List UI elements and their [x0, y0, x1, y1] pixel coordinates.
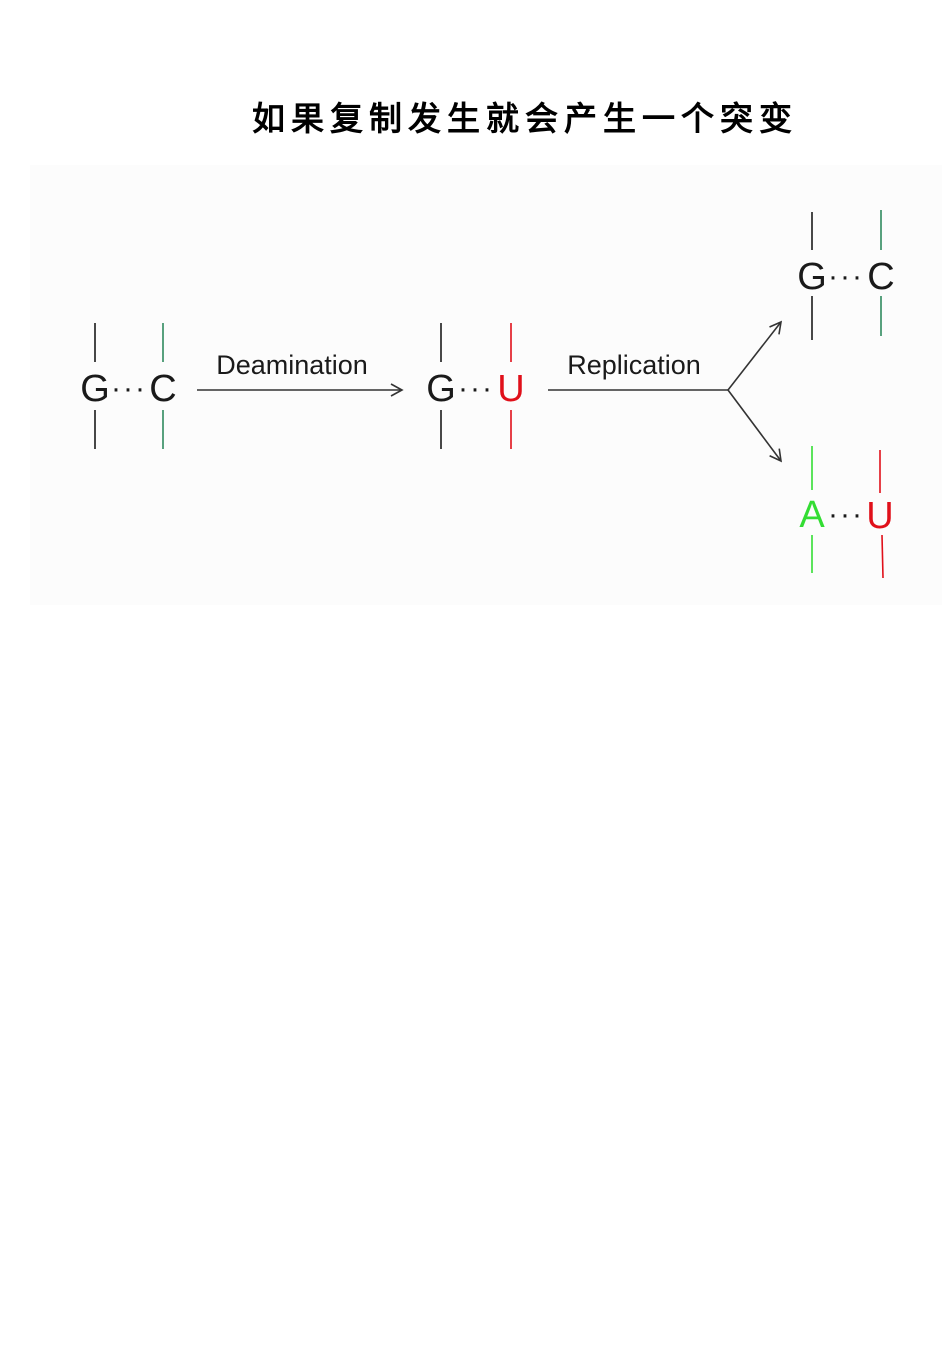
pair-original: G ··· C [80, 323, 177, 449]
base-uracil: U [497, 368, 524, 410]
base-uracil: U [866, 495, 893, 537]
deamination-step: Deamination [197, 350, 404, 397]
base-guanine: G [797, 256, 827, 298]
base-adenine: A [799, 494, 825, 536]
pair-product-bottom: A ··· U [799, 446, 894, 579]
figure-panel [30, 165, 942, 605]
replication-arrow-up [727, 320, 783, 391]
hydrogen-bond-dots: ··· [828, 498, 864, 531]
deamination-diagram: G ··· C Deamination G ··· U Replication … [80, 210, 895, 579]
pair-product-top: G ··· C [797, 210, 895, 340]
base-guanine: G [426, 368, 456, 410]
base-cytosine: C [149, 368, 176, 410]
hydrogen-bond-dots: ··· [828, 260, 864, 293]
hydrogen-bond-dots: ··· [458, 372, 494, 405]
page-title: 如果复制发生就会产生一个突变 [252, 99, 798, 138]
pair-deaminated: G ··· U [426, 323, 525, 449]
strand-u-bottom [881, 534, 884, 579]
deamination-label: Deamination [216, 350, 368, 380]
hydrogen-bond-dots: ··· [111, 372, 147, 405]
replication-step: Replication [548, 320, 783, 463]
replication-label: Replication [567, 350, 701, 380]
replication-arrow-down [727, 389, 782, 463]
base-guanine: G [80, 368, 110, 410]
base-cytosine: C [867, 256, 894, 298]
